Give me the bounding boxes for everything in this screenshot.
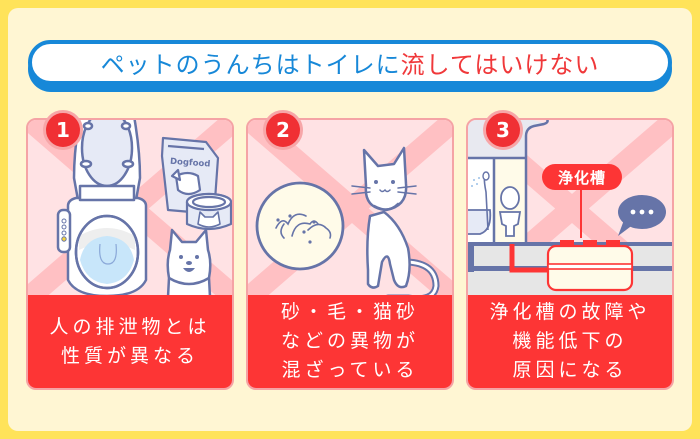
dogfood-label: Dogfood [170, 157, 211, 170]
house-cutaway-icon [468, 120, 672, 297]
toilet-icon [56, 120, 148, 297]
panel-3-caption: 浄化槽の故障や 機能低下の 原因になる [468, 295, 672, 388]
panel-2: 砂・毛・猫砂 などの異物が 混ざっている [246, 118, 454, 390]
number-badge-3: 3 [483, 110, 523, 150]
panel-2-illustration [248, 120, 452, 297]
panel-1-illustration: Dogfood [28, 120, 232, 297]
cat-icon [351, 146, 440, 297]
title-emphasis: 流してはいけない [400, 51, 600, 79]
caption-line: 砂・毛・猫砂 [280, 301, 419, 323]
panel-1-caption: 人の排泄物とは 性質が異なる [28, 295, 232, 388]
dogfood-icon: Dogfood [160, 136, 232, 297]
litter-circle-icon [255, 181, 345, 271]
number-badge-2: 2 [263, 110, 303, 150]
caption-line: 人の排泄物とは [49, 315, 211, 338]
cross-mark-icon [248, 120, 452, 297]
caption-line: 機能低下の [512, 330, 628, 352]
panel-3-illustration: 浄化槽 [468, 120, 672, 297]
number-badge-1: 1 [43, 110, 83, 150]
panel-2-caption: 砂・毛・猫砂 などの異物が 混ざっている [248, 295, 452, 388]
septic-tank-label: 浄化槽 [557, 168, 606, 187]
caption-line: 原因になる [512, 359, 628, 381]
caption-line: 混ざっている [281, 359, 419, 381]
caption-line: 浄化槽の故障や [489, 301, 651, 323]
panel-3: 浄化槽 浄化槽の故障や 機能低下の 原因になる [466, 118, 674, 390]
panel-1: Dogfood 人の排泄物とは 性質が異なる [26, 118, 234, 390]
caption-line: 性質が異なる [60, 344, 199, 367]
title-prefix: ペットのうんちはトイレに [100, 51, 401, 79]
page-title: ペットのうんちはトイレに流してはいけない [28, 40, 672, 85]
caption-line: などの異物が [280, 330, 419, 352]
